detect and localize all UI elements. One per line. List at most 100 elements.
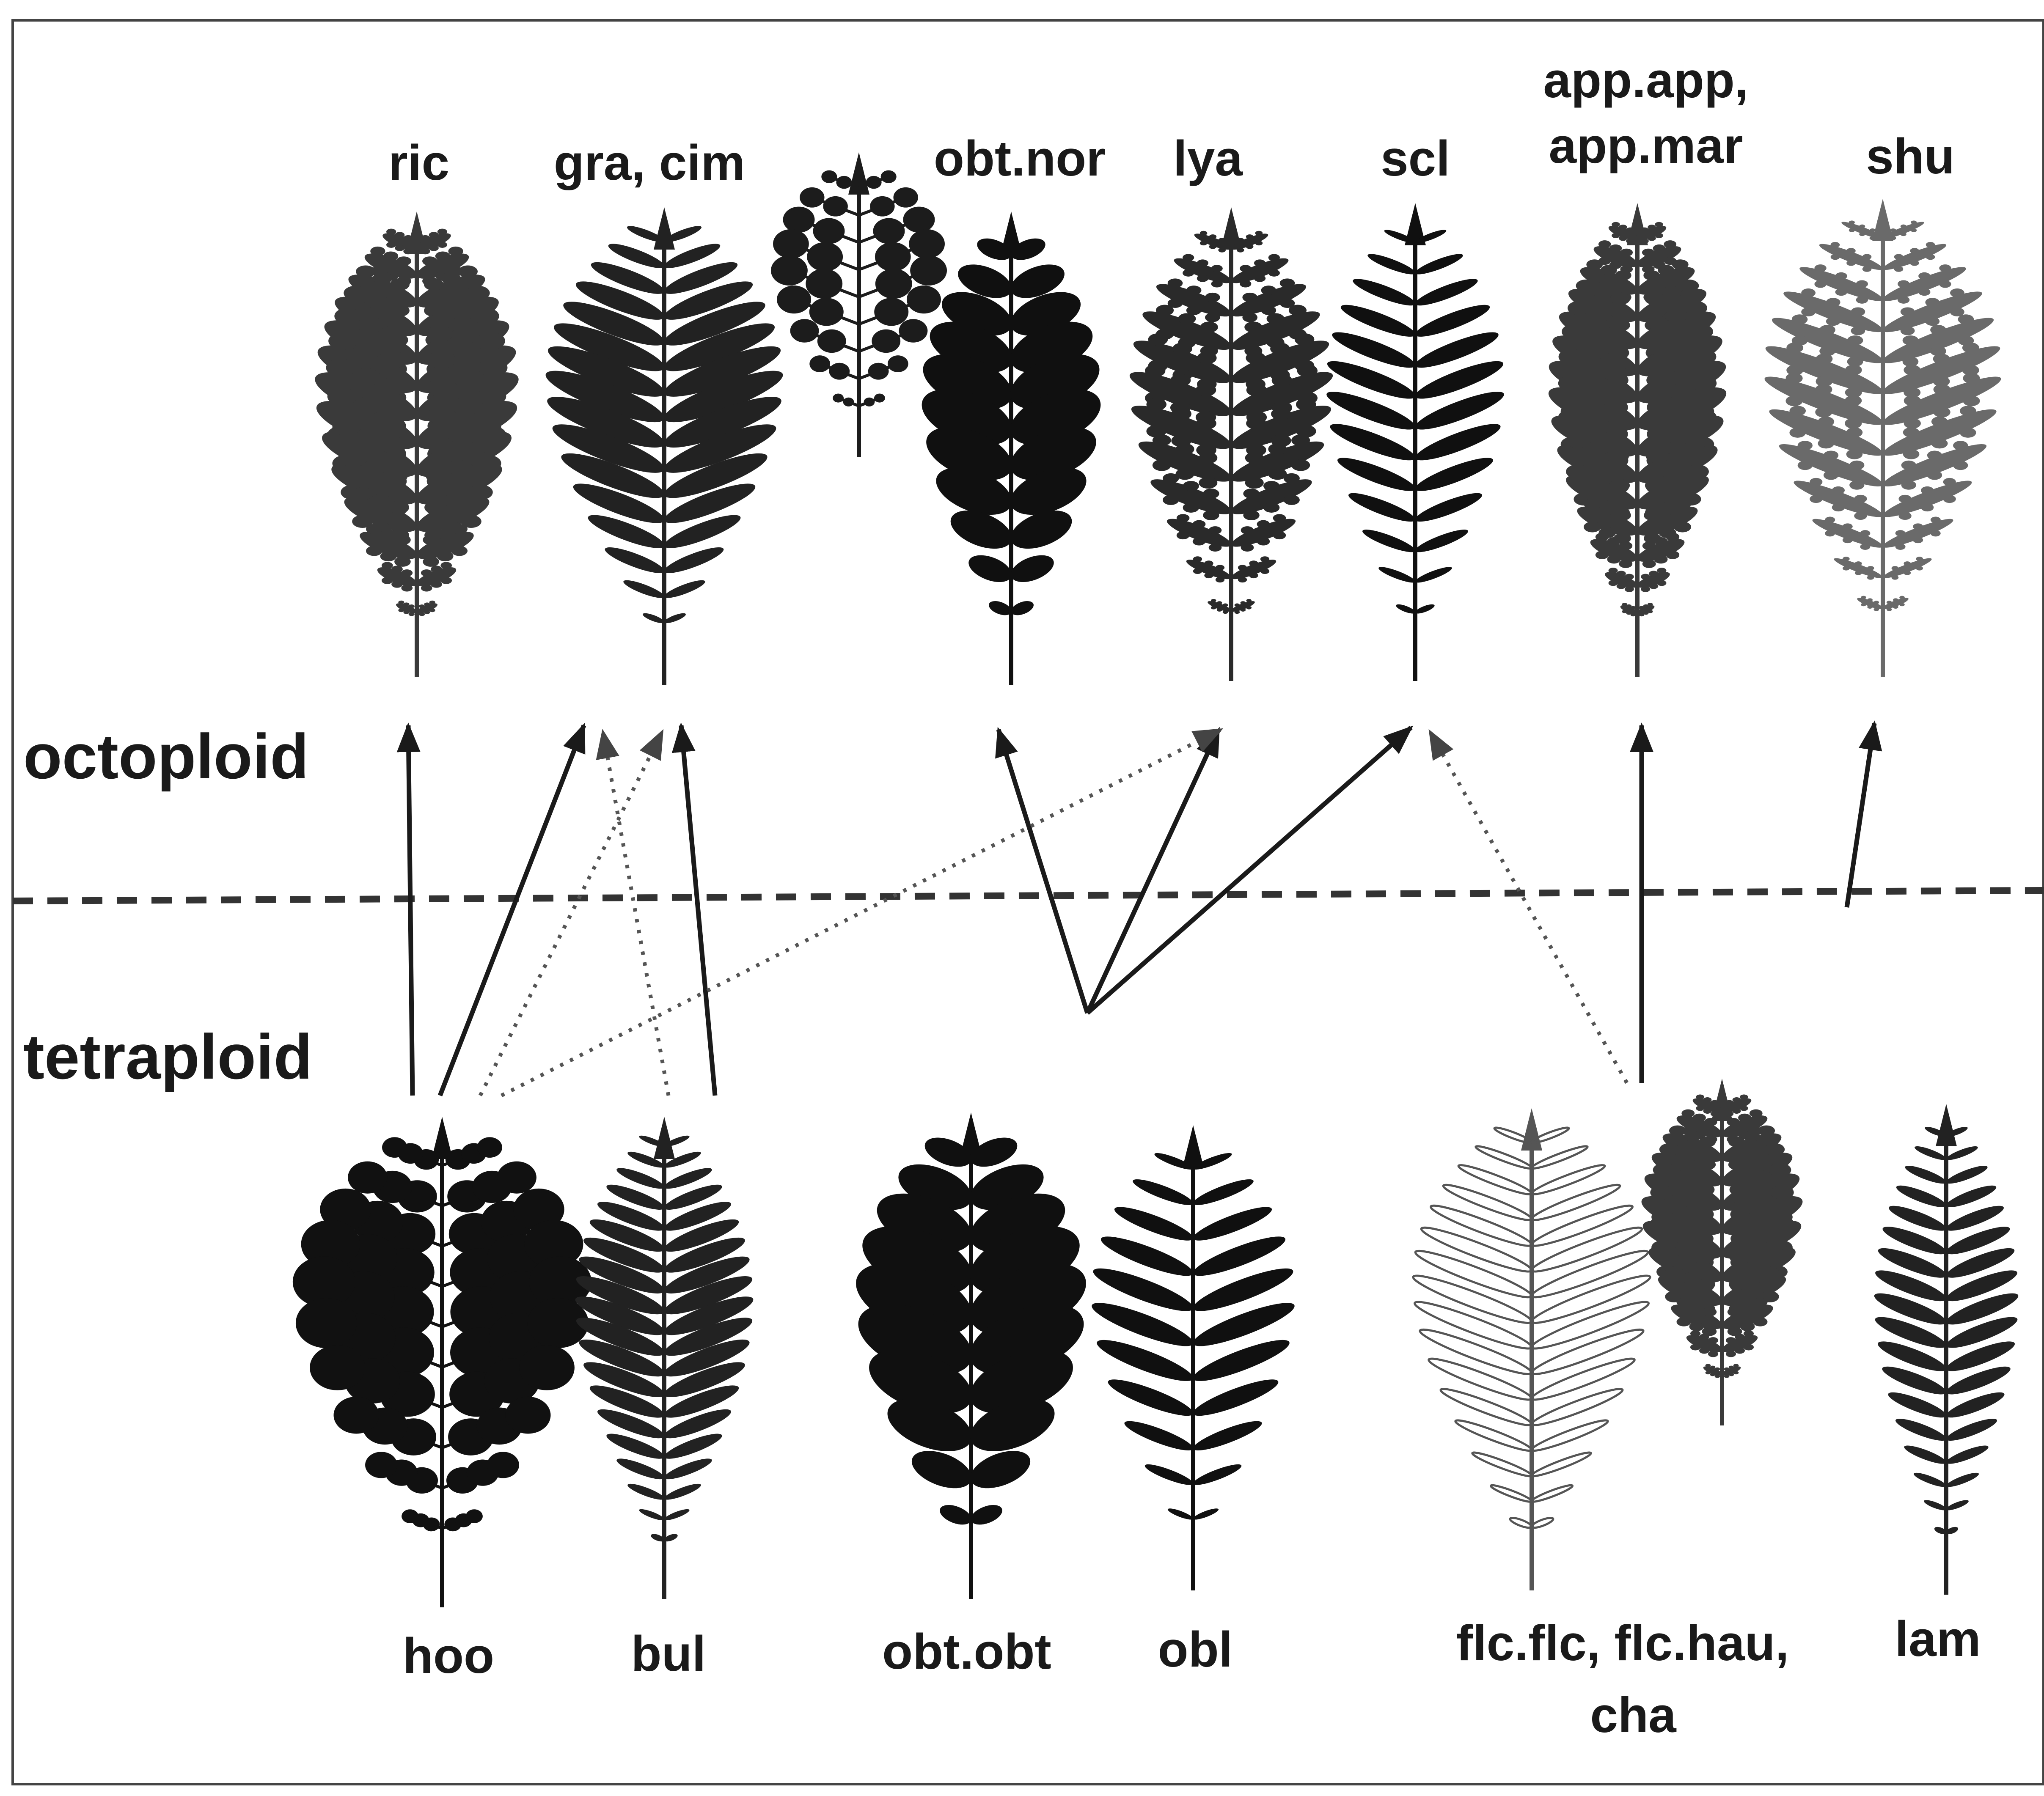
frond-pinnule [1257,520,1270,528]
frond-pinnule [1217,608,1222,612]
frond-pinnule [1619,541,1632,550]
frond-pinnule [1691,1225,1714,1239]
frond-pinnule [1898,495,1911,503]
frond-pinnule [910,255,947,286]
frond-pinnule [1893,598,1898,601]
frond-pinnule [1706,1371,1711,1374]
frond-pinnule [1291,459,1310,471]
frond-pinnule [1887,608,1892,611]
frond-scl [1323,203,1507,681]
frond-pinnule [1846,449,1863,459]
frond-pinnule [1607,537,1621,546]
solid-arrows [408,723,1874,1096]
frond-pinnule [452,397,481,415]
frond-pinnule [478,359,507,377]
frond-pinnule [1831,242,1840,247]
frond-pinnule [1921,486,1934,494]
taxon-label-ric: ric [388,135,449,191]
frond-pinnule [1677,1298,1692,1307]
frond-pinnule [1960,406,1976,416]
frond-pinnule [1867,566,1874,570]
frond-pinnule [431,566,442,573]
frond-pinnule [1643,270,1660,280]
frond-pinnule [1710,1373,1716,1376]
frond-pinnule [1892,566,1899,570]
frond-pinnule [1706,1364,1711,1367]
frond-pinnule [1642,541,1656,550]
frond-pinna [1490,1483,1532,1504]
frond-pinnule [1690,1200,1714,1215]
frond-pinnule [1168,278,1183,288]
frond-pinnule [383,468,408,483]
frond-pinnule [1745,1272,1763,1284]
frond-pinnule [403,248,413,254]
frond-pinnule [1708,1351,1718,1357]
frond-pinnule [1648,603,1653,606]
frond-pinnule [809,355,830,372]
frond-pinnule [1246,606,1252,610]
frond-pinnule [437,229,447,235]
frond-pinnule [1241,544,1254,552]
frond-pinnule [1931,438,1948,448]
frond-apex [654,1117,675,1159]
frond-app [1544,203,1731,677]
frond-pinnule [1835,288,1847,296]
frond-pinnule [348,1162,387,1194]
frond-pinnule [1727,1118,1740,1126]
frond-pinnule [1646,449,1669,463]
frond-pinnule [1622,603,1628,606]
frond-pinnule [1586,441,1609,456]
frond-pinnule [1911,220,1917,224]
frond-pinnule [441,272,460,284]
frond-pinnule [1171,408,1191,420]
tetraploid-level-label: tetraploid [23,1021,312,1092]
frond-pinnule [1261,286,1276,295]
frond-pinnule [1654,555,1668,564]
frond-obt-nor [914,211,1108,685]
frond-pinnule [1728,1137,1745,1147]
frond-pinnule [1901,461,1916,470]
frond-pinnule [382,562,393,569]
frond-pinnule [907,286,941,313]
frond-pinnule [1209,244,1217,249]
frond-pinna [1413,488,1484,527]
frond-pinnule [864,398,875,406]
frond-pinnule [1677,1317,1692,1326]
frond-pinnule [1753,1298,1768,1307]
frond-pinnule [1898,280,1909,288]
frond-pinna [1412,1296,1534,1354]
frond-pinnule [1825,530,1835,536]
frond-pinnule [1204,573,1213,578]
frond-pinnule [1664,240,1676,248]
frond-pinnule [1246,599,1252,602]
frond-pinnule [1931,530,1941,536]
arrow-obt-common-stem-b [1087,730,1219,1013]
taxon-label-flc-line1: flc.flc, flc.hau, [1456,1615,1789,1671]
frond-pinnule [1903,449,1920,459]
frond-pinnule [356,265,375,277]
frond-pinna [1192,1506,1220,1521]
frond-pinnule [1582,412,1607,427]
frond-pinna [1185,556,1233,582]
frond-pinnule [1926,254,1935,260]
frond-pinnule [1284,495,1300,505]
frond-pinnule [1849,461,1864,470]
frond-pinnule [1845,395,1862,406]
frond-pinna [1413,274,1480,310]
frond-pinnule [1568,301,1590,315]
frond-pinnule [1244,321,1262,332]
frond-pinnule [1824,470,1838,480]
frond-gra-cim [541,207,787,685]
frond-pinnule [1696,1106,1704,1111]
frond-pinnule [1241,608,1246,612]
frond-pinnule [1725,1111,1733,1116]
frond-pinnule [424,501,445,514]
frond-pinnule [1199,452,1217,464]
frond-pinnule [1650,1185,1673,1200]
frond-pinnule [505,1397,550,1434]
frond-pinnule [404,610,410,614]
frond-pinnule [1867,598,1873,601]
frond-pinnule [466,286,490,301]
frond-pinna [1904,1162,1948,1186]
